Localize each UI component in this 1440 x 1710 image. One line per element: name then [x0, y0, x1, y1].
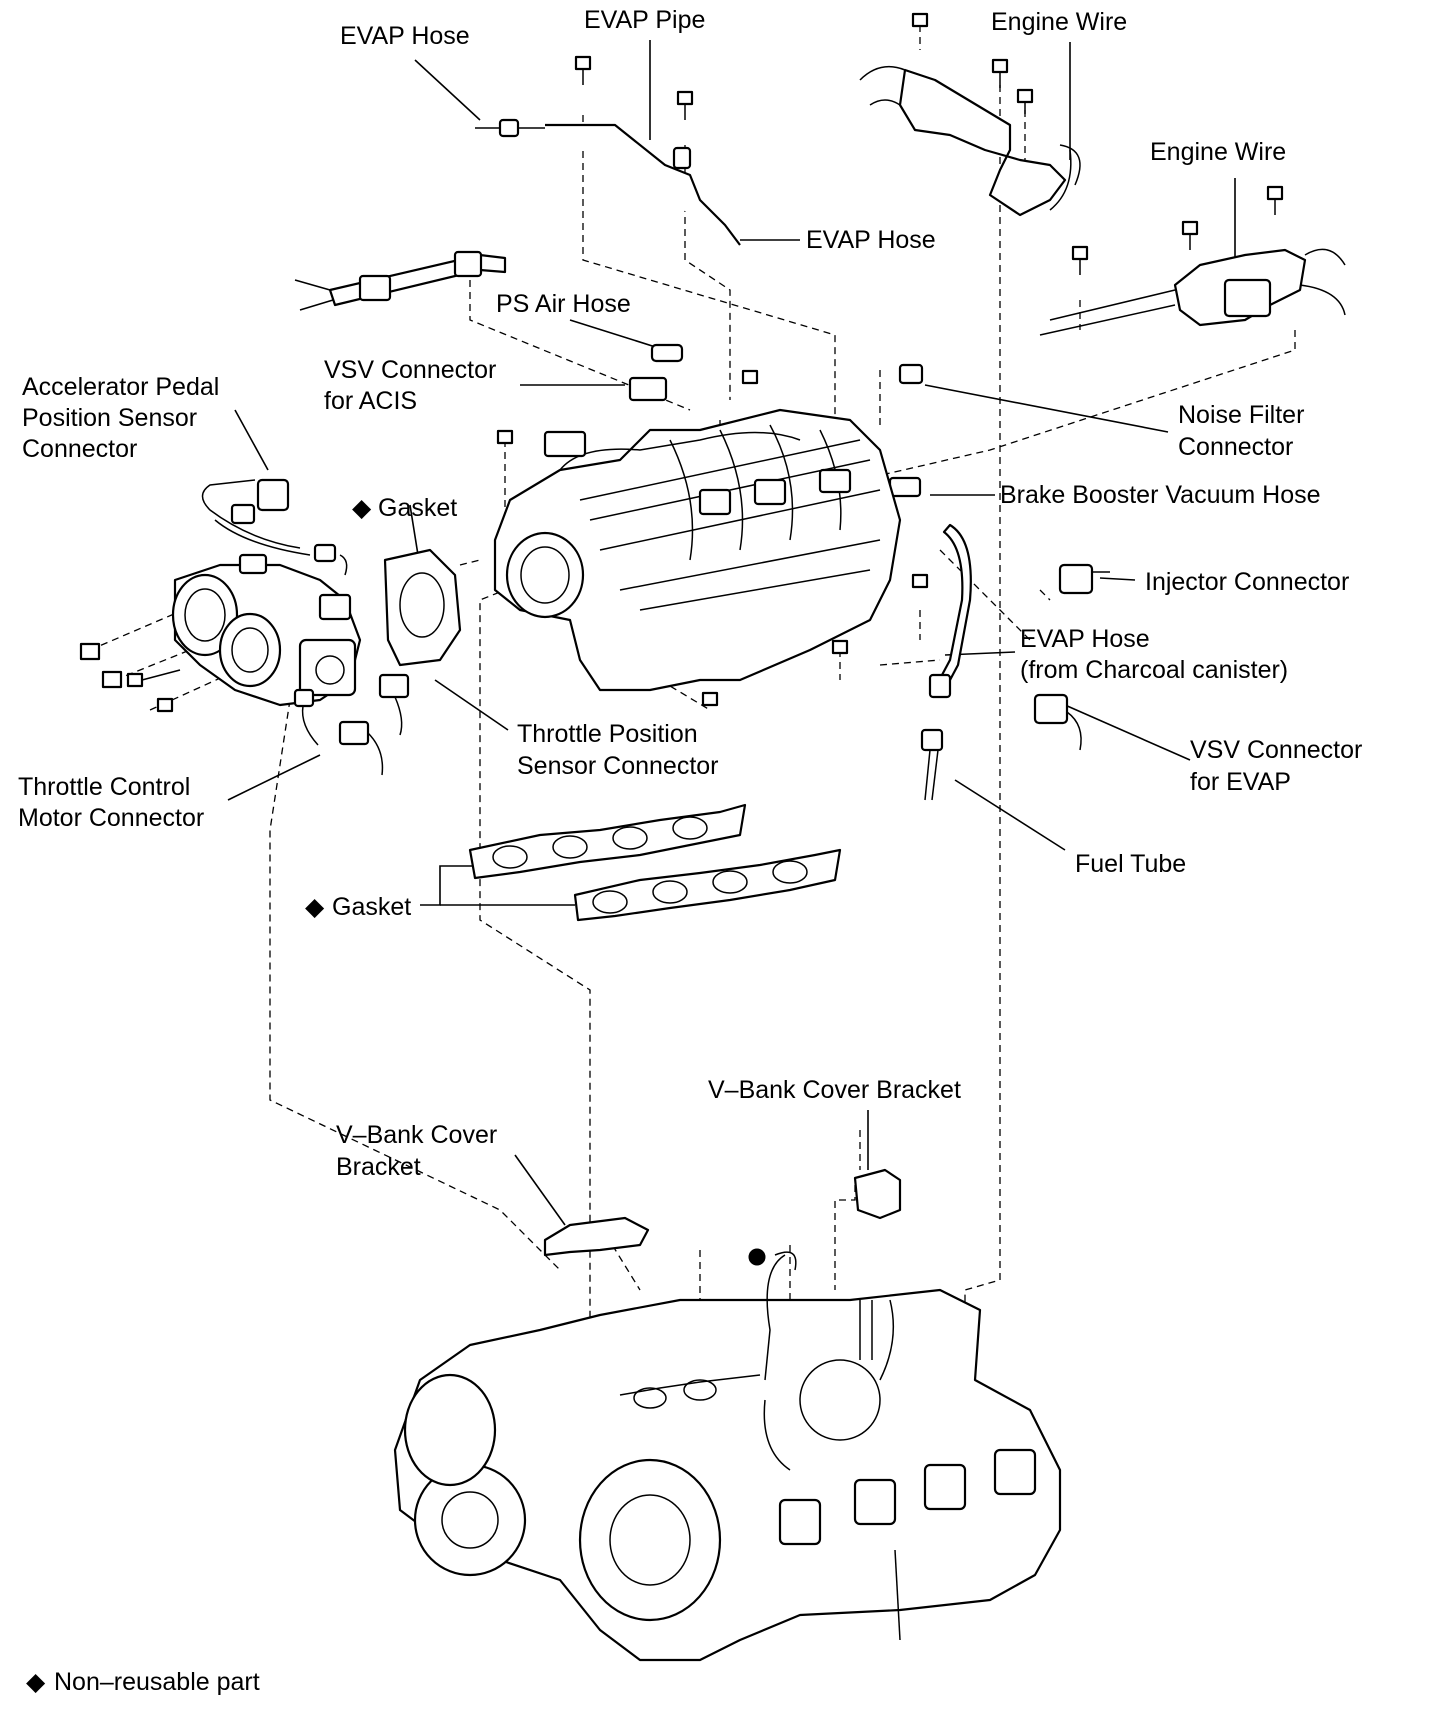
label-evap-pipe: EVAP Pipe: [584, 6, 705, 34]
label-brake-booster: Brake Booster Vacuum Hose: [1000, 481, 1321, 509]
ps-air-hose-part: [650, 343, 684, 363]
evap-canister-hose-part: [928, 523, 972, 699]
app-sensor-wiring-part: [201, 478, 348, 576]
label-evap-canister-2: (from Charcoal canister): [1020, 656, 1288, 684]
label-app-sensor-2: Position Sensor: [22, 404, 197, 432]
label-evap-canister-1: EVAP Hose: [1020, 625, 1150, 653]
throttle-body-part: [171, 553, 362, 707]
evap-hose-top-part: [475, 118, 545, 138]
fuel-tube-part: [920, 728, 944, 801]
non-reusable-mark-1: ◆: [352, 494, 372, 522]
bolts: [79, 12, 1284, 713]
tps-connector-part: [378, 673, 410, 736]
label-app-sensor-1: Accelerator Pedal: [22, 373, 219, 401]
wire-harness-left-part: [294, 250, 507, 311]
non-reusable-mark-2: ◆: [305, 893, 325, 921]
label-ps-air-hose: PS Air Hose: [496, 290, 631, 318]
legend: ◆ Non–reusable part: [26, 1668, 260, 1696]
tcm-connector-part: [293, 688, 384, 776]
label-vbank-right: V–Bank Cover Bracket: [708, 1076, 961, 1104]
engine-block-part: [393, 1251, 1062, 1662]
intake-manifold-part: [493, 408, 902, 692]
label-engine-wire-right: Engine Wire: [1150, 138, 1286, 166]
legend-symbol: ◆: [26, 1668, 46, 1696]
label-noise-filter-2: Connector: [1178, 433, 1293, 461]
label-vsv-acis-2: for ACIS: [324, 387, 417, 415]
label-tps-1: Throttle Position: [517, 720, 698, 748]
label-vsv-evap-2: for EVAP: [1190, 768, 1291, 796]
label-vsv-acis-1: VSV Connector: [324, 356, 496, 384]
label-tcm-2: Motor Connector: [18, 804, 204, 832]
engine-wire-right-part: [1039, 248, 1346, 336]
callout-labels: EVAP Hose EVAP Pipe Engine Wire Engine W…: [18, 6, 1362, 1181]
evap-pipe-part: [545, 123, 741, 246]
noise-filter-part: [898, 363, 924, 385]
label-vbank-left-2: Bracket: [336, 1153, 421, 1181]
injector-connector-part: [1058, 563, 1110, 595]
label-evap-hose-mid: EVAP Hose: [806, 226, 936, 254]
throttle-gasket-part: [383, 548, 462, 667]
manifold-gaskets-part: [468, 803, 842, 922]
label-vbank-left-1: V–Bank Cover: [336, 1121, 497, 1149]
label-tps-2: Sensor Connector: [517, 752, 719, 780]
engine-wire-top-part: [859, 65, 1081, 217]
legend-label: Non–reusable part: [54, 1668, 260, 1696]
label-fuel-tube: Fuel Tube: [1075, 850, 1186, 878]
label-gasket-manifold: Gasket: [332, 893, 411, 921]
vbank-bracket-left-part: [543, 1216, 650, 1257]
leader-lines: [227, 40, 1236, 1226]
vbank-bracket-right-part: [748, 1168, 902, 1266]
label-injector-connector: Injector Connector: [1145, 568, 1349, 596]
label-vsv-evap-1: VSV Connector: [1190, 736, 1362, 764]
vsv-evap-part: [1033, 693, 1082, 751]
vsv-acis-part: [628, 376, 668, 402]
label-noise-filter-1: Noise Filter: [1178, 401, 1304, 429]
label-tcm-1: Throttle Control: [18, 773, 190, 801]
label-evap-hose-top: EVAP Hose: [340, 22, 470, 50]
label-app-sensor-3: Connector: [22, 435, 137, 463]
label-gasket-throttle: Gasket: [378, 494, 457, 522]
label-engine-wire-top: Engine Wire: [991, 8, 1127, 36]
brake-booster-part: [888, 476, 922, 498]
